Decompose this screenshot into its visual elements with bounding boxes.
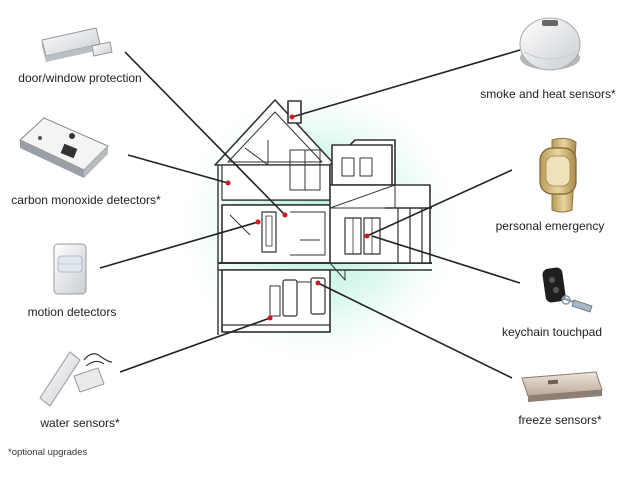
label-water-sensors: water sensors* [39, 416, 120, 430]
keychain-remote-icon [542, 267, 593, 313]
smoke-detector-icon [519, 17, 581, 71]
label-personal-emergency: personal emergency [496, 219, 605, 233]
water-sensor-icon [39, 351, 113, 407]
sensor-dots [225, 114, 370, 321]
label-motion-detectors: motion detectors [28, 305, 117, 319]
motion-detector-icon [53, 243, 87, 295]
label-door-window-protection: door/window protection [18, 71, 141, 85]
house-cutaway [214, 99, 432, 335]
carbon-monoxide-detector-icon [19, 117, 109, 178]
freeze-sensor-icon [521, 371, 603, 402]
wristwatch-pendant-icon [539, 137, 577, 213]
door-window-sensor-icon [41, 27, 113, 62]
label-freeze-sensors: freeze sensors* [518, 413, 602, 427]
connector-lines [99, 49, 521, 379]
label-smoke-and-heat-sensors: smoke and heat sensors* [480, 87, 616, 101]
label-keychain-touchpad: keychain touchpad [502, 325, 602, 339]
footnote-optional-upgrades: *optional upgrades [8, 447, 87, 458]
label-carbon-monoxide-detectors: carbon monoxide detectors* [11, 193, 161, 207]
